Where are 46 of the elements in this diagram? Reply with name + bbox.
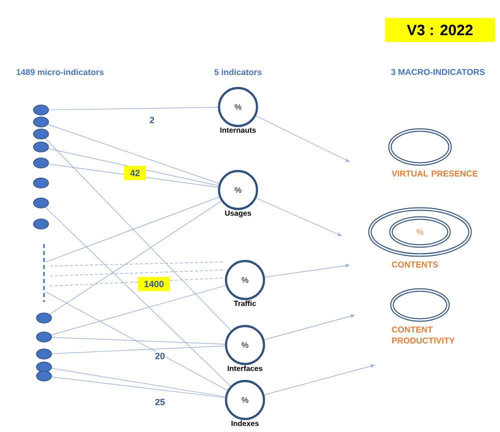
ellipse-marker xyxy=(33,128,49,140)
node-label: VIRTUAL PRESENCE xyxy=(392,170,478,177)
connector-line xyxy=(264,314,355,340)
count-label: 25 xyxy=(154,398,166,406)
connector-line xyxy=(48,148,219,186)
connector-line xyxy=(50,262,224,266)
connector-line xyxy=(50,270,224,276)
ellipse-marker xyxy=(36,362,52,372)
ellipse-marker xyxy=(33,198,49,208)
ellipse-marker xyxy=(36,312,52,324)
node-label: CONTENTS xyxy=(392,262,438,268)
connector-line xyxy=(256,198,342,236)
connector-line xyxy=(49,200,222,315)
connector-line xyxy=(51,376,226,398)
connector-line xyxy=(51,368,226,398)
ellipse-marker xyxy=(33,178,49,188)
connector-line xyxy=(45,207,231,386)
column-heading: 3 MACRO-INDICATORS xyxy=(391,69,485,76)
connector-line xyxy=(46,292,228,391)
connector-line xyxy=(46,196,220,262)
column-heading: 1489 micro-indicators xyxy=(16,68,104,76)
ellipse-marker xyxy=(33,116,49,128)
connector-line xyxy=(264,364,375,396)
node-label: CONTENT PRODUCTIVITY xyxy=(392,326,455,344)
connector-line xyxy=(48,164,218,188)
connector-line xyxy=(48,124,220,184)
connector-line xyxy=(52,346,226,354)
count-label: 2 xyxy=(148,116,156,124)
ellipse-marker xyxy=(33,218,49,230)
count-label: 1400 xyxy=(138,276,170,292)
connector-line xyxy=(256,116,350,162)
ellipse-marker xyxy=(33,158,49,168)
ellipse-marker xyxy=(33,142,49,152)
column-heading: 5 indicators xyxy=(214,68,262,76)
ellipse-marker xyxy=(36,332,52,342)
connector-line xyxy=(51,285,226,336)
version-badge: V3 : 2022 xyxy=(385,18,495,42)
ellipse-marker xyxy=(33,104,49,116)
count-label: 20 xyxy=(154,352,166,360)
connector-line xyxy=(52,337,226,344)
dashed-bar xyxy=(43,244,45,302)
ellipse-marker xyxy=(36,348,52,360)
connector-line xyxy=(45,138,232,331)
ellipse-marker xyxy=(36,370,52,382)
count-label: 42 xyxy=(124,166,146,180)
connector-line xyxy=(48,107,218,110)
